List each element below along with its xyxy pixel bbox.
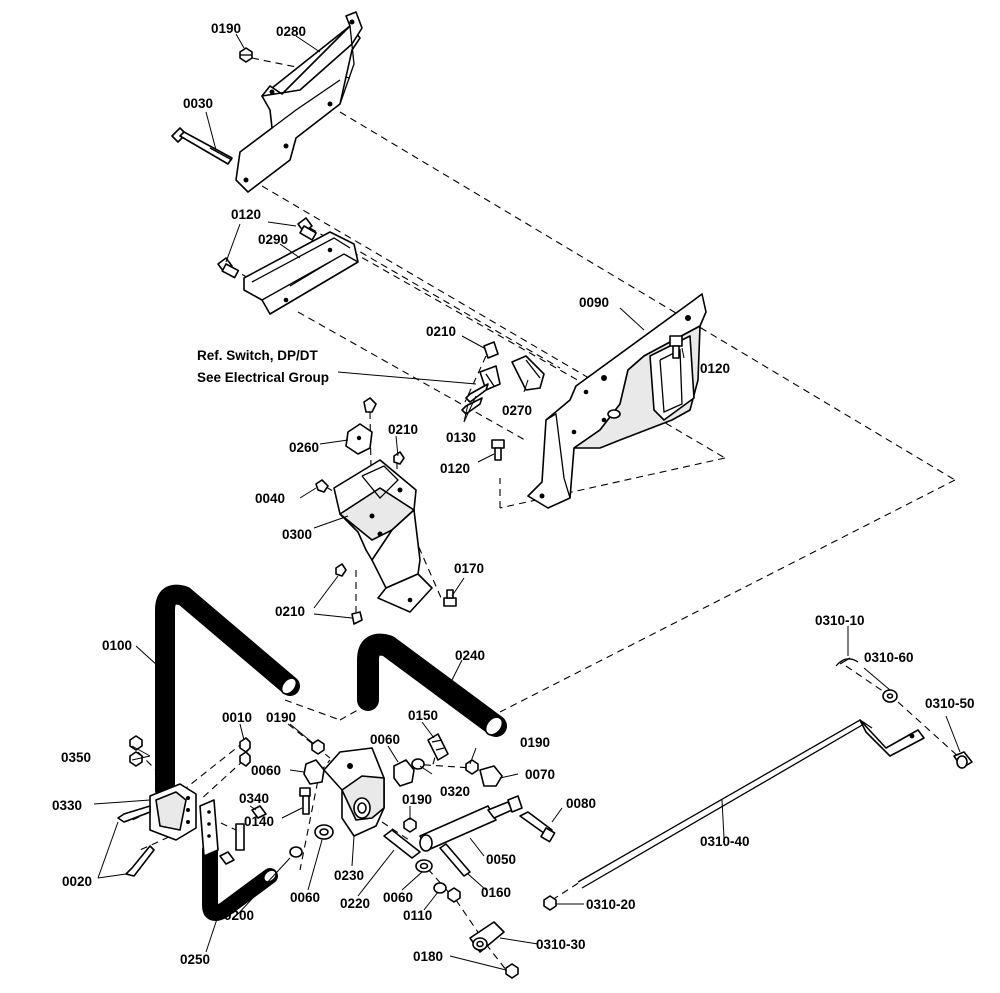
label-0250: 0250: [180, 952, 210, 967]
label-0080: 0080: [566, 796, 596, 811]
label-0330: 0330: [52, 798, 82, 813]
label-0040: 0040: [255, 491, 285, 506]
label-0210-mid: 0210: [388, 422, 418, 437]
label-0190-top: 0190: [211, 21, 241, 36]
part-0120-bolts-upper: [217, 217, 317, 279]
label-ref-switch: Ref. Switch, DP/DT: [197, 348, 319, 363]
label-0350: 0350: [61, 750, 91, 765]
part-0030-bolt: [171, 127, 233, 165]
part-0270-bracket: [511, 355, 545, 391]
part-0150-clip: [427, 733, 449, 761]
label-0210-upper: 0210: [426, 324, 456, 339]
label-0190-right: 0190: [520, 735, 550, 750]
label-0060-bottom-mid: 0060: [383, 890, 413, 905]
label-0200: 0200: [224, 908, 254, 923]
label-0310-40: 0310-40: [700, 834, 750, 849]
label-0060-center-top: 0060: [370, 732, 400, 747]
part-0070-spacer: [479, 765, 503, 787]
label-0240: 0240: [455, 648, 485, 663]
part-0210-screws: [315, 397, 405, 625]
label-0190-lower: 0190: [402, 792, 432, 807]
part-0160-bolt: [439, 843, 471, 877]
part-0300-bracket: [333, 459, 433, 613]
part-0120-bolt-right: [669, 335, 683, 359]
part-0290-bracket: [243, 231, 359, 315]
part-0340-bolts: [219, 805, 267, 865]
label-0050: 0050: [486, 852, 516, 867]
leader-lines: [93, 33, 961, 971]
part-0340-plate: [199, 799, 219, 857]
label-0230: 0230: [334, 868, 364, 883]
part-0310-30-rod-end: [469, 921, 505, 953]
part-0310-50-pin: [953, 751, 973, 769]
part-0190-nut-top: [239, 47, 253, 63]
label-0090: 0090: [579, 295, 609, 310]
label-0340: 0340: [239, 791, 269, 806]
part-0280-bracket: [235, 11, 363, 193]
label-0220: 0220: [340, 896, 370, 911]
label-0280: 0280: [276, 24, 306, 39]
part-0230-pivot-bracket: [323, 747, 385, 837]
part-0110-washer: [433, 882, 447, 894]
part-0310-40-rod: [577, 719, 925, 889]
label-0120-upper: 0120: [231, 207, 261, 222]
label-0120-right: 0120: [700, 361, 730, 376]
label-0190-center-top: 0190: [266, 710, 296, 725]
label-0310-50: 0310-50: [925, 696, 975, 711]
part-0310-60-washer: [882, 689, 898, 703]
part-0090-main-bracket: [527, 293, 707, 509]
label-0110: 0110: [403, 908, 432, 923]
label-0290: 0290: [258, 232, 288, 247]
label-0310-10: 0310-10: [815, 613, 865, 628]
label-0310-30: 0310-30: [536, 937, 586, 952]
label-0170: 0170: [454, 561, 484, 576]
label-0130: 0130: [446, 430, 476, 445]
part-0060-bushings: [303, 759, 433, 873]
label-0060-left: 0060: [251, 763, 281, 778]
label-0020: 0020: [62, 874, 92, 889]
part-0330-bracket: [149, 783, 197, 841]
label-ref-electrical: See Electrical Group: [197, 370, 329, 385]
label-0140: 0140: [244, 814, 274, 829]
part-switch-assembly: [461, 341, 501, 415]
label-0310-60: 0310-60: [864, 650, 914, 665]
label-0010: 0010: [222, 710, 252, 725]
label-0320: 0320: [440, 784, 470, 799]
label-0180: 0180: [413, 949, 443, 964]
label-0100: 0100: [102, 638, 132, 653]
label-0210-lower: 0210: [275, 604, 305, 619]
label-0260: 0260: [289, 440, 319, 455]
part-0170-bolt: [443, 589, 457, 607]
part-0260-plate: [345, 423, 373, 455]
label-0030: 0030: [183, 96, 213, 111]
part-0020-screws: [117, 805, 155, 877]
label-0310-20: 0310-20: [586, 897, 636, 912]
callout-labels: 0190 0280 0030 0120 0290 0090 0210 Ref. …: [52, 21, 975, 967]
part-0050-gas-spring: [419, 795, 523, 852]
part-0100-handle-tube: [155, 584, 300, 800]
label-0300: 0300: [282, 527, 312, 542]
label-0160: 0160: [481, 885, 511, 900]
part-0010-nuts: [239, 737, 251, 767]
part-0080-bolt: [519, 811, 556, 843]
label-0270: 0270: [502, 403, 532, 418]
label-0120-mid: 0120: [440, 461, 470, 476]
part-0240-handle-tube: [357, 633, 507, 737]
part-0180-nut: [447, 887, 519, 979]
part-0310-20-nut: [543, 895, 557, 911]
part-0120-bolt-middle: [491, 439, 505, 461]
part-0220-pin: [383, 829, 421, 859]
part-0140-bolt: [299, 787, 311, 815]
label-0070: 0070: [525, 767, 555, 782]
label-0150: 0150: [408, 708, 438, 723]
part-0200-washer: [289, 846, 303, 858]
part-0250-tube: [202, 842, 278, 921]
part-0310-10-clip: [835, 657, 859, 667]
label-0060-bottom-left: 0060: [290, 890, 320, 905]
